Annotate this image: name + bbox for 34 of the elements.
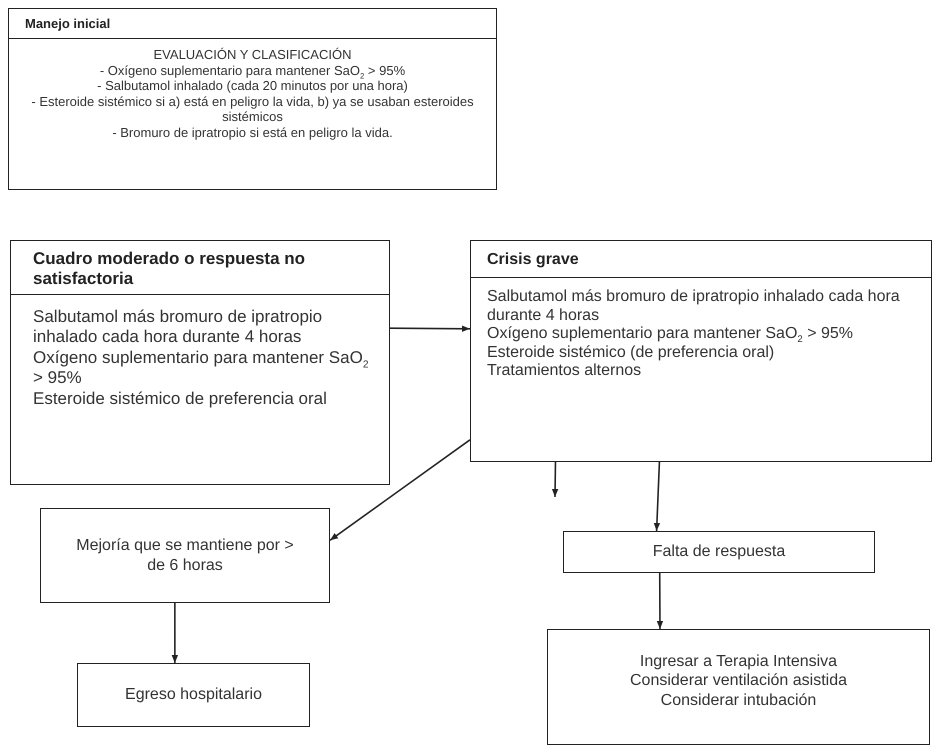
step-text: Salbutamol más bromuro de ipratropio inhalado cada hora durante 4 horas <box>487 288 901 326</box>
step-text: Salbutamol más bromuro de ipratropio inhalado cada hora durante 4 horas <box>33 307 324 348</box>
step-text: EVALUACIÓN Y CLASIFICACIÓN <box>152 46 352 63</box>
process-box <box>40 508 330 603</box>
step-text: Tratamientos alternos <box>487 362 642 380</box>
process-box <box>547 629 930 745</box>
panel-heading: Manejo inicial <box>9 9 496 39</box>
process-box <box>77 663 310 727</box>
step-text: Esteroide sistémico de preferencia oral <box>33 388 328 410</box>
step-text: Ingresar a Terapia Intensiva <box>638 652 838 672</box>
arrow <box>390 326 470 332</box>
step-text: Esteroide sistémico (de preferencia oral) <box>487 344 776 362</box>
arrow <box>552 462 558 498</box>
step-text: - Salbutamol inhalado (cada 20 minutos por una hora) <box>96 78 409 94</box>
step-panel <box>470 240 932 462</box>
step-text: Oxígeno suplementario para mantener SaO$_{2}$ > 95% <box>487 325 854 344</box>
step-text: Falta de respuesta <box>652 542 786 562</box>
step-text: Considerar ventilación asistida <box>629 671 848 691</box>
panel-heading: Crisis grave <box>471 241 931 278</box>
step-text: Mejoría que se mantiene por > de 6 horas <box>75 536 295 576</box>
step-text: - Oxígeno suplementario para mantener SaO$_{2}$ > 95% <box>98 62 406 78</box>
step-text: - Esteroide sistémico si a) está en peligro la vida, b) ya se usaban esteroides sistémicos <box>30 94 475 125</box>
arrow <box>330 439 470 541</box>
arrow <box>172 603 178 663</box>
step-text: Oxígeno suplementario para mantener SaO$_{2}$ > 95% <box>33 348 370 389</box>
step-panel <box>10 240 390 485</box>
arrow <box>656 573 664 629</box>
step-text: Egreso hospitalario <box>124 685 263 705</box>
panel-heading: Cuadro moderado o respuesta no satisfactoria <box>11 241 389 296</box>
process-box <box>563 531 875 573</box>
arrow <box>654 462 660 532</box>
step-text: - Bromuro de ipratropio si está en peligro la vida. <box>111 124 394 140</box>
step-text: Considerar intubación <box>660 690 818 710</box>
step-panel <box>8 8 497 190</box>
